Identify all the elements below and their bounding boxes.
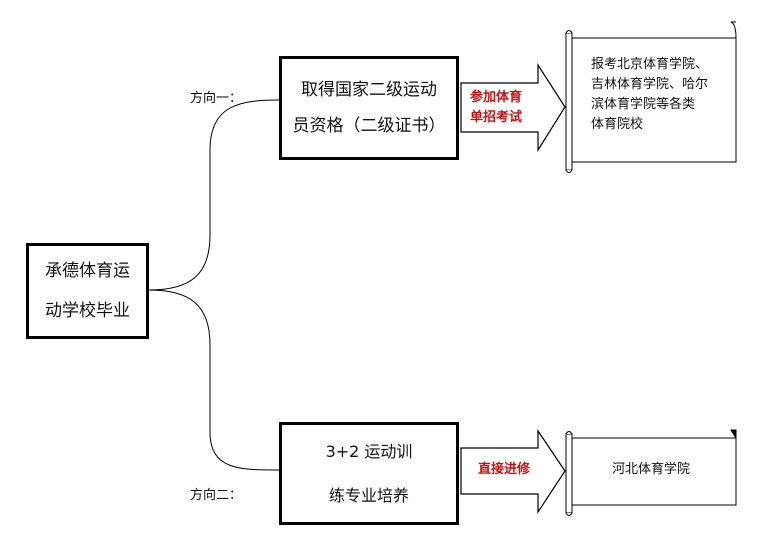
direction-one-destination-line-3: 滨体育学院等各类: [591, 97, 696, 112]
top-destination-scroll: [565, 21, 737, 173]
direction-one-arrow-label: 参加体育 单招考试: [470, 88, 522, 128]
direction-one-arrow-line-1: 参加体育: [470, 90, 523, 105]
direction-two-arrow-label: 直接进修: [478, 462, 531, 477]
direction-two-label: 方向二：: [190, 488, 243, 503]
direction-one-box: 取得国家二级运动 员资格（二级证书）: [279, 56, 459, 160]
direction-one-destination-text: 报考北京体育学院、 吉林体育学院、哈尔 滨体育学院等各类 体育院校: [591, 55, 731, 135]
branch-connector-top: [148, 99, 280, 291]
branch-connector-bottom: [148, 289, 280, 471]
start-line-2: 动学校毕业: [45, 301, 130, 321]
direction-one-box-line-2: 员资格（二级证书）: [292, 116, 446, 136]
direction-one-label: 方向一：: [190, 91, 243, 106]
start-line-1: 承德体育运: [45, 261, 130, 281]
direction-one-destination-line-1: 报考北京体育学院、: [591, 57, 709, 72]
bottom-destination-scroll: [565, 429, 737, 516]
direction-one-destination-line-2: 吉林体育学院、哈尔: [591, 77, 709, 92]
direction-two-box-line-2: 练专业培养: [328, 485, 409, 505]
top-block-arrow: [460, 62, 566, 153]
direction-one-arrow-line-2: 单招考试: [470, 110, 523, 125]
direction-two-destination-text: 河北体育学院: [612, 462, 691, 477]
direction-one-destination-line-4: 体育院校: [591, 117, 644, 132]
direction-one-box-line-1: 取得国家二级运动: [301, 80, 437, 100]
bottom-block-arrow: [460, 429, 566, 515]
direction-two-box-line-1: 3+2 运动训: [325, 441, 413, 461]
start-node-box: 承德体育运 动学校毕业: [26, 243, 149, 339]
direction-two-box: 3+2 运动训 练专业培养: [279, 422, 459, 525]
